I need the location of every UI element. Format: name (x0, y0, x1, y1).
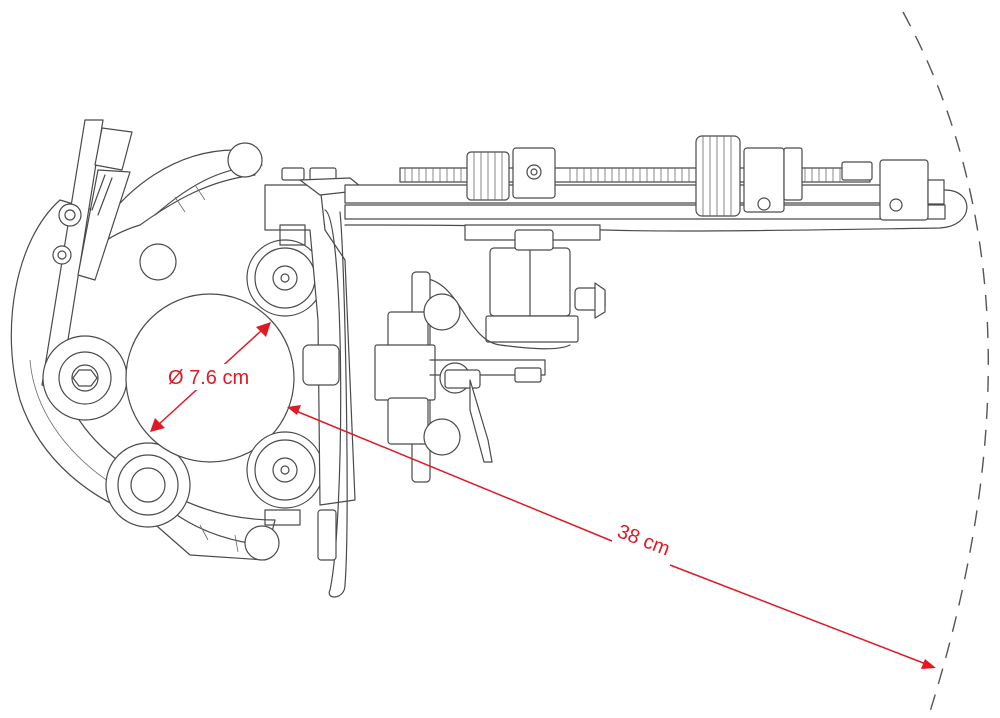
camera-mount-block (419, 229, 606, 350)
diameter-dimension (150, 322, 271, 432)
reach-radius-arc (902, 11, 989, 718)
frame-knob-bottom (244, 525, 280, 561)
lower-right-roller (246, 431, 324, 509)
lower-left-roller (105, 442, 191, 528)
rod-end-clamp (841, 159, 945, 221)
rod-assembly (344, 184, 968, 241)
reach-label: 38 cm (614, 520, 673, 560)
left-bolt-wheel (42, 335, 128, 421)
frame-knob-mid (139, 243, 177, 281)
upper-left-arm (41, 119, 133, 391)
diameter-label: Ø 7.6 cm (168, 367, 249, 389)
frame-knob-top (227, 142, 263, 178)
knurled-knob-right (695, 135, 803, 217)
reach-dimension (287, 405, 936, 669)
vertical-clamp (374, 271, 546, 483)
knurled-knob-left (466, 147, 556, 201)
roller-side-plate (264, 184, 356, 598)
